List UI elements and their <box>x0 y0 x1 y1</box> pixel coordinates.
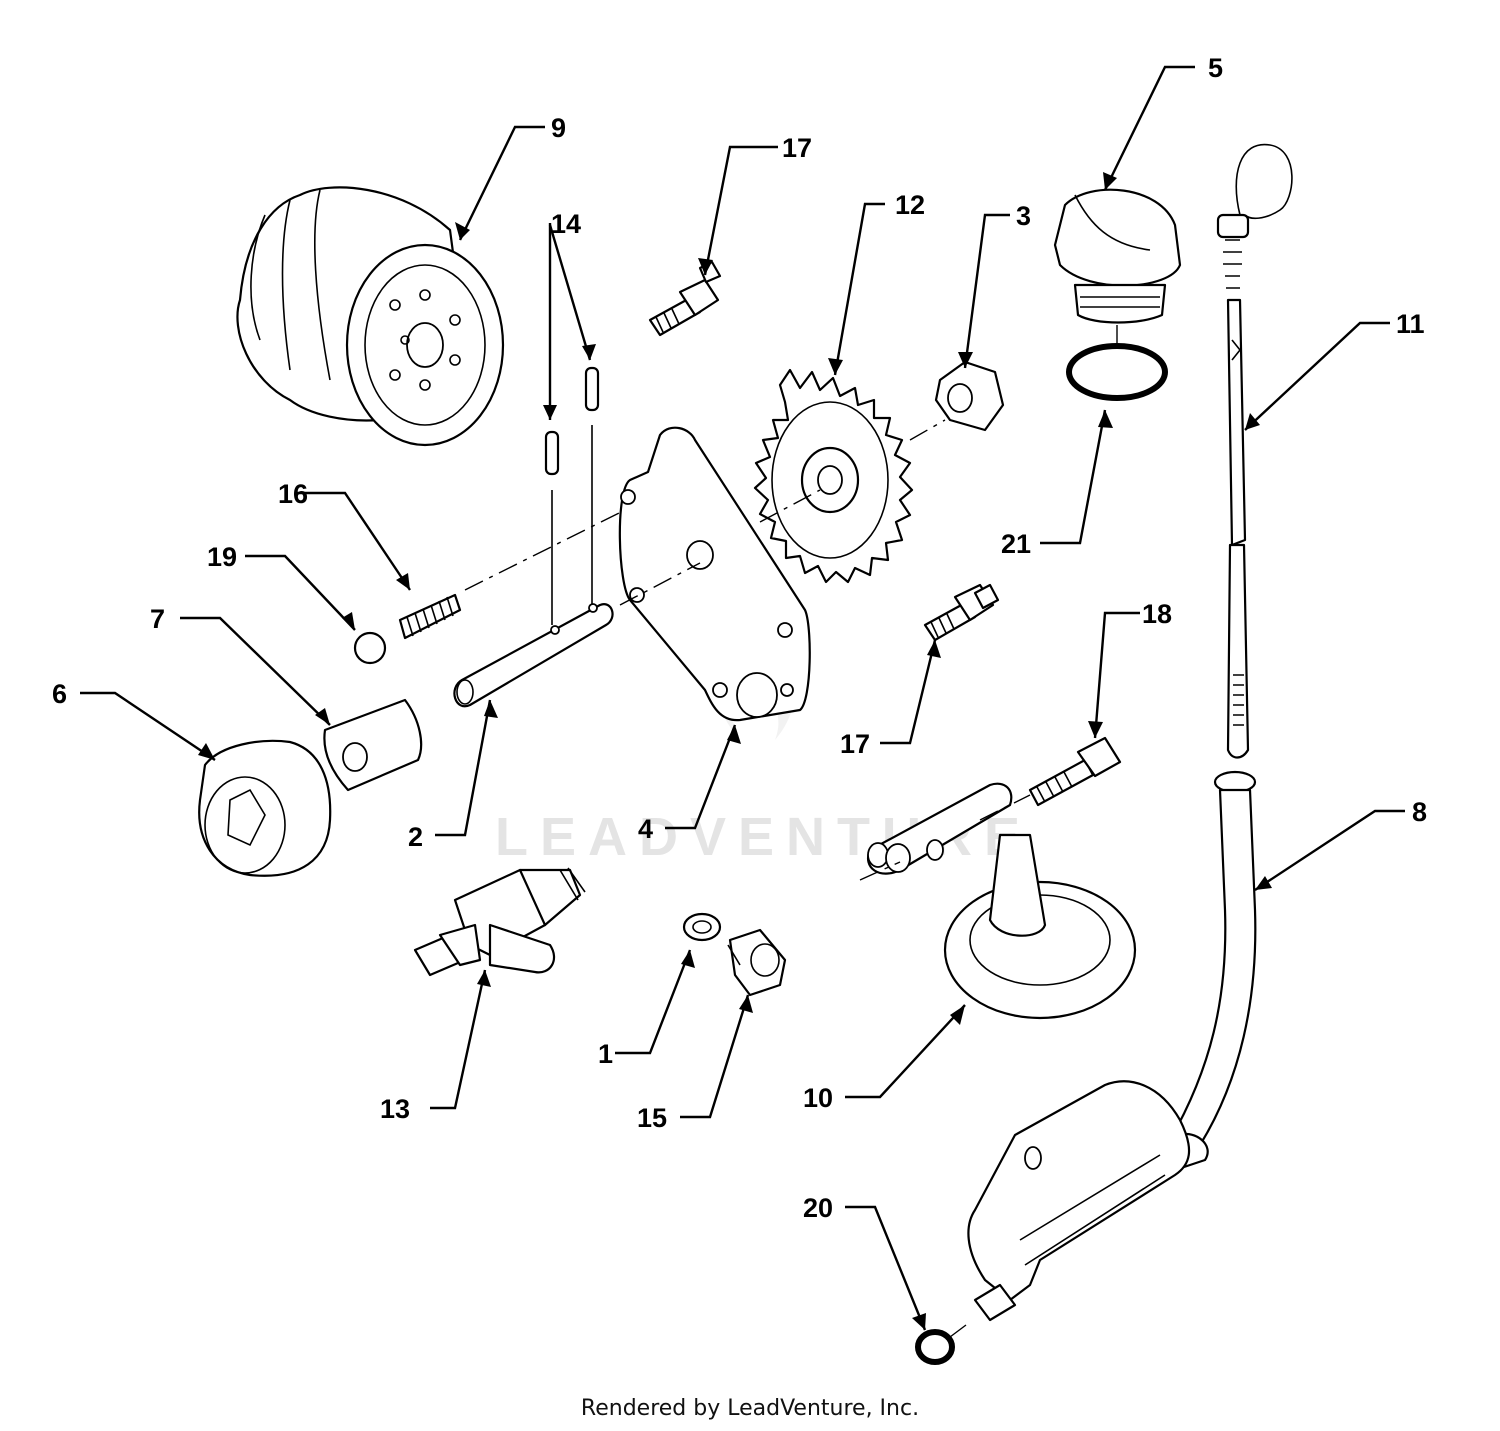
callout-6: 6 <box>52 679 67 709</box>
callout-11: 11 <box>1396 309 1425 339</box>
dipstick-tube-part[interactable] <box>1168 770 1257 1172</box>
callout-1: 1 <box>598 1039 613 1069</box>
leader-arrowheads <box>198 172 1272 1330</box>
callout-12: 12 <box>895 190 925 220</box>
drive-gear-part[interactable] <box>753 368 914 584</box>
drive-shaft-part[interactable] <box>453 603 614 708</box>
flange-bolt-top-part[interactable] <box>648 260 722 337</box>
oil-filter-part[interactable] <box>236 186 505 447</box>
hex-nut-part[interactable] <box>909 360 1005 441</box>
callout-10: 10 <box>803 1083 833 1113</box>
callout-17-mid: 17 <box>840 729 870 759</box>
callout-14: 14 <box>551 209 581 239</box>
drain-plug-part[interactable] <box>727 928 787 997</box>
tube-bracket-part[interactable] <box>967 1080 1191 1322</box>
oil-strainer-part[interactable] <box>859 782 1137 1020</box>
callout-21: 21 <box>1001 529 1031 559</box>
cap-o-ring-part[interactable] <box>1066 325 1168 401</box>
callout-4: 4 <box>638 814 653 844</box>
callout-2: 2 <box>408 822 423 852</box>
leader-lines <box>80 65 1405 1331</box>
callout-16: 16 <box>278 479 308 509</box>
relief-spring-part[interactable] <box>398 593 462 640</box>
callout-7: 7 <box>150 604 165 634</box>
inner-rotor-part[interactable] <box>323 698 423 792</box>
pump-cover-plate-part[interactable] <box>464 426 811 722</box>
callout-20: 20 <box>803 1193 833 1223</box>
dipstick-part[interactable] <box>1216 143 1293 759</box>
check-ball-part[interactable] <box>353 631 387 665</box>
callout-18: 18 <box>1142 599 1172 629</box>
callout-15: 15 <box>637 1103 667 1133</box>
callout-3: 3 <box>1016 201 1031 231</box>
footer-credit: Rendered by LeadVenture, Inc. <box>580 1396 920 1421</box>
callout-labels: 9 17 14 12 3 5 11 21 16 19 7 6 2 4 17 18… <box>52 53 1427 1223</box>
callout-8: 8 <box>1412 797 1427 827</box>
callout-17-top: 17 <box>782 133 812 163</box>
tube-o-ring-part[interactable] <box>915 1321 971 1365</box>
callout-13: 13 <box>380 1094 410 1124</box>
dowel-pins-part[interactable] <box>544 366 600 625</box>
callout-19: 19 <box>207 542 237 572</box>
oil-fill-cap-part[interactable] <box>1053 188 1182 324</box>
sealing-washer-part[interactable] <box>682 912 722 942</box>
callout-5: 5 <box>1208 53 1223 83</box>
strainer-bolt-part[interactable] <box>979 736 1122 821</box>
outer-rotor-part[interactable] <box>198 739 332 877</box>
flange-bolt-mid-part[interactable] <box>923 583 1000 642</box>
pressure-valve-part[interactable] <box>413 867 586 977</box>
callout-9: 9 <box>551 113 566 143</box>
